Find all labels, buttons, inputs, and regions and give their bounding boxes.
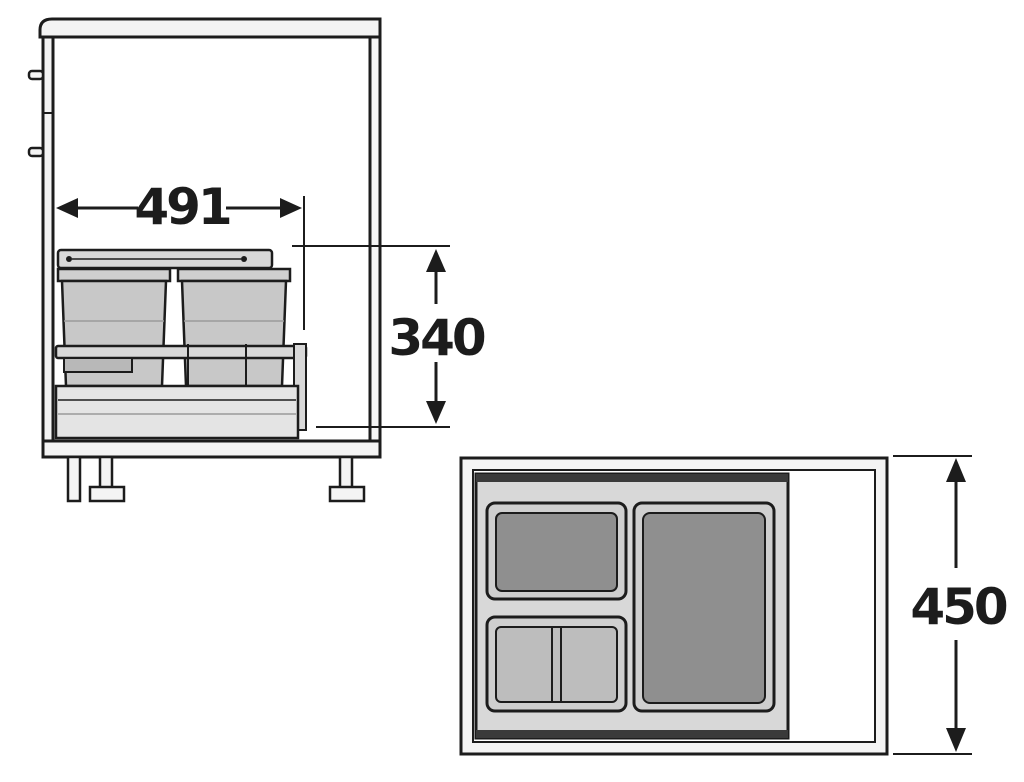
cabinet-bottom-board (41, 439, 382, 459)
door-handle-upper (27, 69, 45, 81)
dimension-height-label: 340 (388, 309, 485, 367)
bin-system-top-view (459, 456, 889, 756)
dimension-height: 340 (292, 245, 488, 428)
cabinet-worktop (38, 17, 382, 39)
cabinet-leg-foot (88, 485, 126, 503)
dimension-width-label: 491 (134, 178, 230, 236)
bin-left-rim (56, 267, 172, 283)
bin-middle-tray (54, 344, 308, 360)
bin-drawer-base (54, 384, 300, 440)
bin-right-body (180, 279, 288, 388)
bin-system-side-view (54, 248, 308, 440)
door-handle-lower (27, 146, 45, 158)
dimension-depth-label: 450 (910, 578, 1007, 636)
cabinet-door-edge (41, 35, 55, 459)
cabinet-leg-front (66, 455, 82, 503)
cabinet-leg-back (338, 455, 354, 491)
dimension-depth: 450 (893, 455, 1010, 755)
dimension-width: 491 (56, 178, 305, 330)
cabinet-leg-back-foot (328, 485, 366, 503)
bin-right-rim (176, 267, 292, 283)
cabinet-leg-front-rear (98, 455, 114, 491)
